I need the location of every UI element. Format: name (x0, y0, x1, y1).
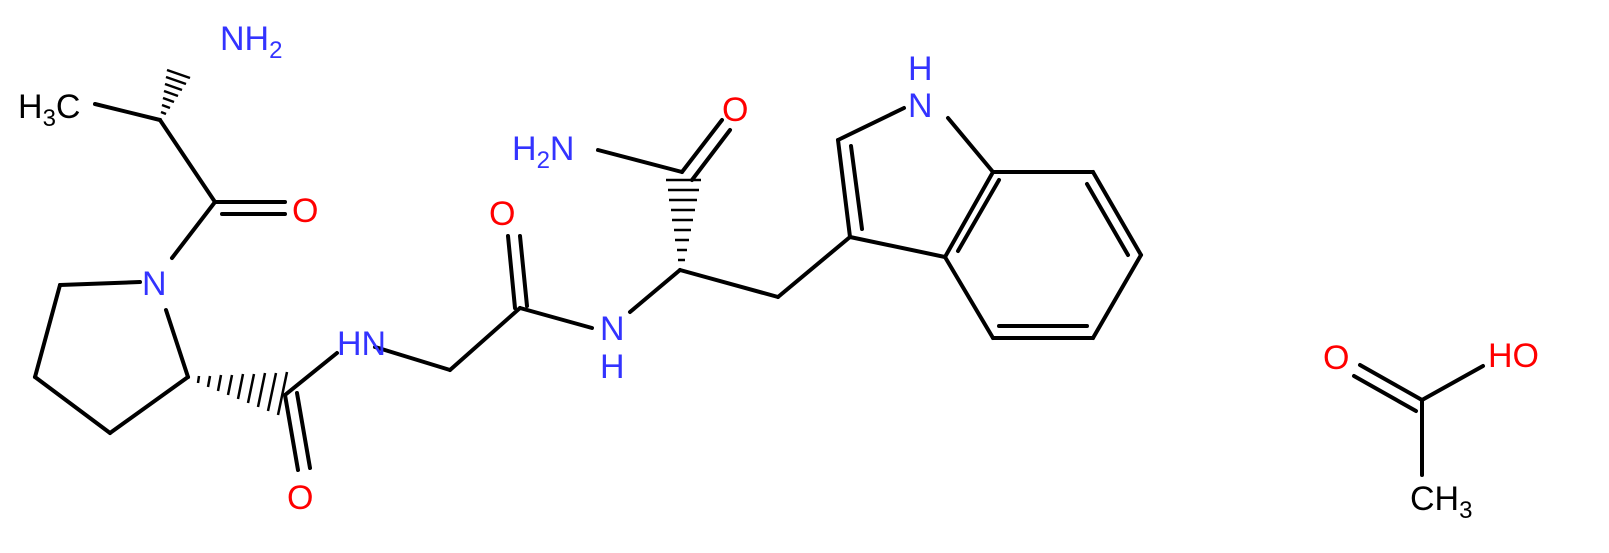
label-h2n-amide: H2N (512, 130, 574, 174)
label-o-pro: O (287, 479, 313, 517)
peptide-molecule (33, 68, 1143, 472)
bond-c4-c3a (943, 255, 995, 340)
bond-pro-co-o-1 (283, 393, 300, 472)
bond-c3-c2-1 (836, 138, 852, 239)
bond-amide-c-o-2 (690, 128, 732, 182)
label-o-gly: O (489, 195, 515, 233)
bond-c6-c5 (1091, 253, 1143, 340)
label-hn-gly-trp-h: H (600, 348, 625, 386)
bond-amide-c-o-1 (680, 118, 724, 174)
label-o-acid: O (1323, 339, 1349, 377)
bond-calpha-n (164, 308, 190, 379)
label-ho-acid: HO (1488, 337, 1539, 375)
bond-h3c-calpha (93, 102, 162, 122)
label-hn-indole-n: N (908, 87, 933, 125)
bond-ch2-co (448, 306, 522, 372)
bond-c-o-1 (1358, 363, 1424, 402)
bond-c-oh (1420, 364, 1485, 402)
label-hn-pro-gly: HN (337, 325, 386, 363)
bond-gly-co-o-1 (506, 234, 517, 310)
bond-cgamma-cbeta (33, 375, 112, 435)
bond-cdelta-cgamma (33, 283, 62, 379)
bond-carbonyl-n (170, 200, 217, 260)
hashed-wedge-trp (666, 178, 701, 272)
atom-labels: NH2 H3C O N HN O O N H H2N O H N O HO CH… (18, 20, 1539, 524)
bond-c2-n1 (836, 106, 906, 142)
bond-calpha-cbeta (678, 268, 780, 299)
bond-amide-c-nh2 (596, 148, 684, 174)
hashed-wedge-nh2 (158, 68, 191, 120)
label-ch3-acid: CH3 (1410, 480, 1472, 524)
bond-pro-co-nh (283, 351, 339, 397)
bond-n-cdelta (58, 280, 142, 287)
bond-c3a-c7a-2 (956, 178, 1001, 253)
bond-c3-c3a (848, 235, 947, 259)
label-h3c: H3C (18, 88, 80, 132)
bond-c3-c2-2 (849, 144, 864, 231)
bond-c-o-2 (1352, 374, 1418, 413)
bond-cbeta-calpha (108, 375, 190, 435)
bond-n1-c7a (946, 116, 995, 174)
bond-gly-co-nh (518, 306, 594, 330)
label-o-amide: O (722, 91, 748, 129)
hashed-wedge-pro (186, 371, 289, 416)
bond-gly-co-o-2 (518, 234, 529, 308)
bond-cbeta-c3 (776, 235, 852, 299)
label-hn-gly-trp-n: N (600, 310, 625, 348)
acetic-acid-molecule (1352, 363, 1485, 477)
label-n-pro: N (142, 265, 167, 303)
bond-nh-calpha (628, 268, 682, 314)
bond-c7-c6-2 (1085, 182, 1130, 257)
label-nh2-top: NH2 (220, 20, 282, 64)
bond-nh-ch2 (373, 345, 452, 372)
bond-pro-co-o-2 (295, 391, 312, 470)
label-o-ala: O (292, 192, 318, 230)
bond-c3a-c7a-1 (943, 170, 995, 259)
bond-calpha-carbonyl (158, 118, 217, 204)
bond-c7-c6-1 (1091, 170, 1143, 257)
label-hn-indole-h: H (908, 50, 933, 88)
